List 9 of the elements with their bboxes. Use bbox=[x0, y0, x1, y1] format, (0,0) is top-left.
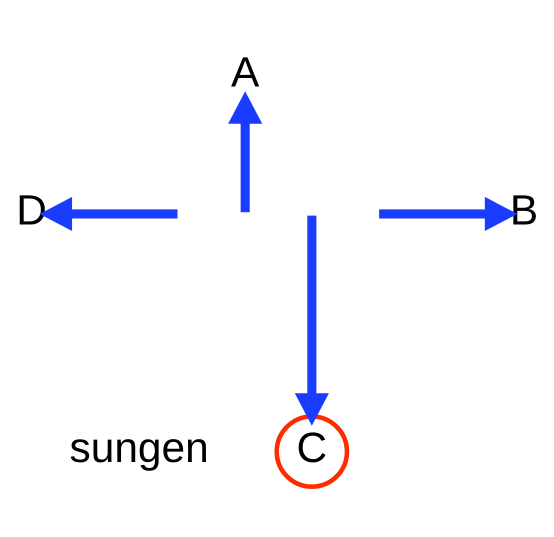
node-text: D bbox=[16, 186, 47, 233]
arrow bbox=[228, 90, 262, 212]
node-text: B bbox=[510, 186, 538, 233]
arrow bbox=[294, 215, 329, 426]
arrow bbox=[40, 196, 178, 230]
node-text: A bbox=[231, 48, 260, 96]
arrow bbox=[379, 196, 518, 230]
node-circle: C bbox=[274, 414, 350, 488]
label: sungen bbox=[70, 424, 209, 471]
